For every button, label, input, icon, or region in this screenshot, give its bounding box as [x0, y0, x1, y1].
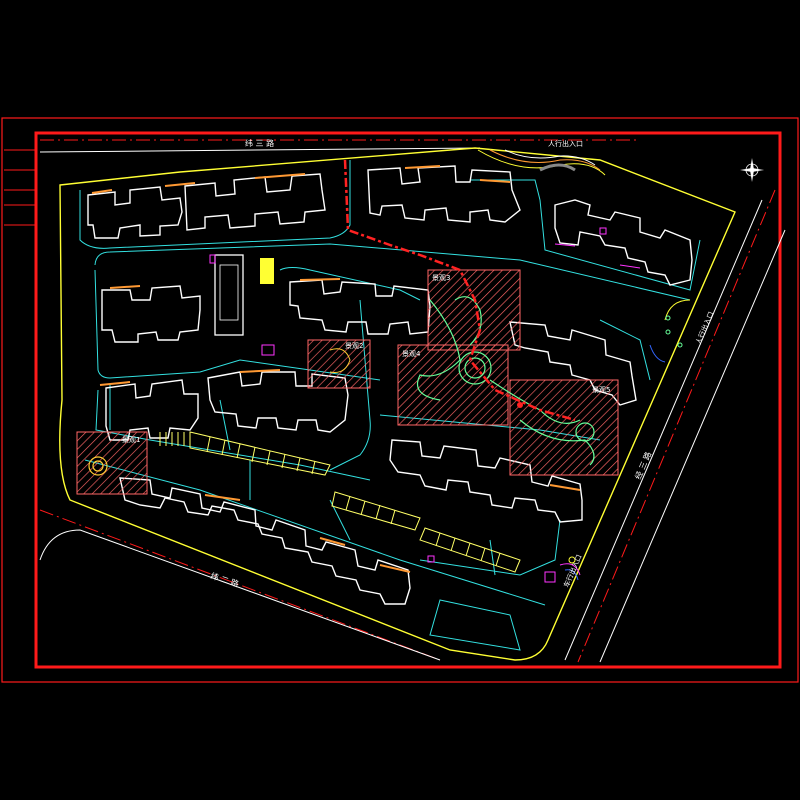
north-entrance-arcs	[477, 149, 606, 176]
road-centerline-east	[577, 189, 776, 663]
road-label-east: 经 三 路	[633, 450, 654, 481]
main-pedestrian-path	[343, 159, 576, 422]
road-centerline-south	[39, 509, 441, 661]
yellow-block	[260, 258, 274, 284]
inner-frame	[34, 131, 782, 669]
building-tower	[214, 254, 244, 336]
landscape-label-1: 景观1	[122, 436, 140, 444]
site-boundary	[59, 147, 736, 661]
road-label-south: 纬 二 路	[209, 570, 240, 589]
road-edge-north	[39, 147, 481, 153]
hatch-area-center-west	[307, 339, 371, 389]
hatch-area-central-top	[427, 269, 521, 351]
feature-circle-west	[88, 456, 108, 476]
hatch-area-central	[397, 344, 509, 426]
road-edge-south	[39, 529, 441, 661]
landscape-label-5: 景观5	[592, 386, 610, 394]
east-entry-plaza	[649, 299, 691, 363]
landscape-label-4: 景观4	[402, 350, 421, 358]
landscape-label-3: 景观3	[432, 274, 450, 282]
outer-frame	[1, 117, 799, 683]
parking-stripes	[159, 431, 521, 573]
landscape-hatch-areas	[76, 269, 619, 495]
road-label-north: 纬 三 路	[245, 138, 274, 148]
road-edge-east-2	[599, 229, 786, 663]
entrance-label-north: 人行出入口	[548, 139, 583, 148]
hatch-area-west	[76, 431, 148, 495]
building-accents	[91, 165, 581, 573]
magenta-details	[209, 227, 641, 583]
building-row-northeast	[554, 199, 693, 286]
road-edge-east	[564, 199, 763, 661]
hatch-area-east	[509, 379, 619, 476]
building-row-south	[119, 477, 411, 605]
building-row-north-2	[367, 165, 521, 223]
building-row-mid-1	[101, 279, 637, 406]
feature-circle-center	[329, 348, 351, 373]
compass-north-arrow-icon	[740, 158, 764, 182]
southeast-entrance	[559, 556, 581, 581]
path-node	[517, 402, 523, 408]
building-row-north-1	[87, 173, 326, 239]
building-row-mid-3	[389, 439, 583, 523]
landscape-label-2: 景观2	[345, 342, 363, 350]
